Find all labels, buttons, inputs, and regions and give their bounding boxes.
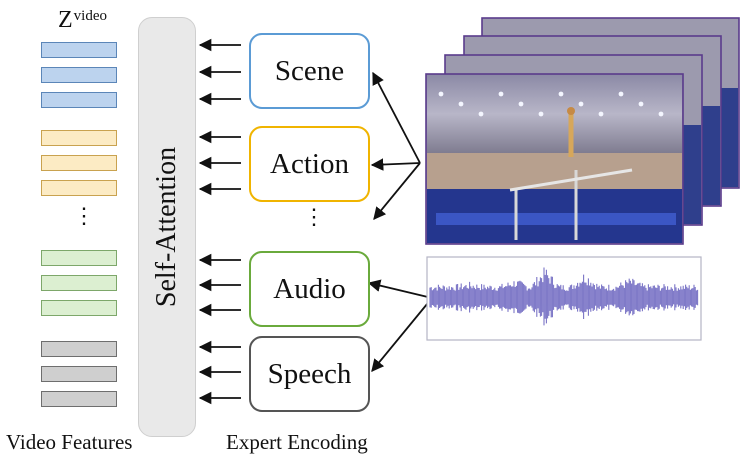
- arrow-from-media-action: [370, 158, 421, 171]
- z-video-label: Zvideo: [58, 7, 107, 33]
- expert-scene-label: Scene: [274, 54, 345, 87]
- expert-speech-label: Speech: [267, 357, 352, 390]
- feature-bar-audio: [41, 300, 117, 316]
- video-features-caption: Video Features: [6, 430, 133, 454]
- expert-audio: Audio: [249, 251, 370, 327]
- feature-bar-scene: [41, 42, 117, 58]
- feature-bar-speech: [41, 366, 117, 382]
- feature-bar-audio: [41, 275, 117, 291]
- arrow-from-media-scene: [372, 71, 421, 164]
- arrow-from-media-audio: [367, 279, 433, 299]
- gymnastics-frame-scene: [427, 75, 682, 243]
- feature-bar-audio: [41, 250, 117, 266]
- feature-bar-scene: [41, 92, 117, 108]
- expert-scene: Scene: [249, 33, 370, 109]
- expert-audio-label: Audio: [273, 272, 346, 305]
- feature-bar-action: [41, 155, 117, 171]
- expert-encoding-caption: Expert Encoding: [226, 430, 368, 454]
- audio-waveform: [426, 256, 702, 341]
- self-attention-block: [138, 17, 196, 437]
- feature-bar-action: [41, 130, 117, 146]
- expert-action: Action: [249, 126, 370, 202]
- feature-bar-scene: [41, 67, 117, 83]
- expert-speech: Speech: [249, 336, 370, 412]
- feature-bar-speech: [41, 341, 117, 357]
- arrow-from-media-action: [373, 162, 421, 220]
- feature-bar-speech: [41, 391, 117, 407]
- arrow-from-media-speech: [371, 297, 433, 372]
- expert-action-label: Action: [270, 147, 349, 180]
- feature-bar-action: [41, 180, 117, 196]
